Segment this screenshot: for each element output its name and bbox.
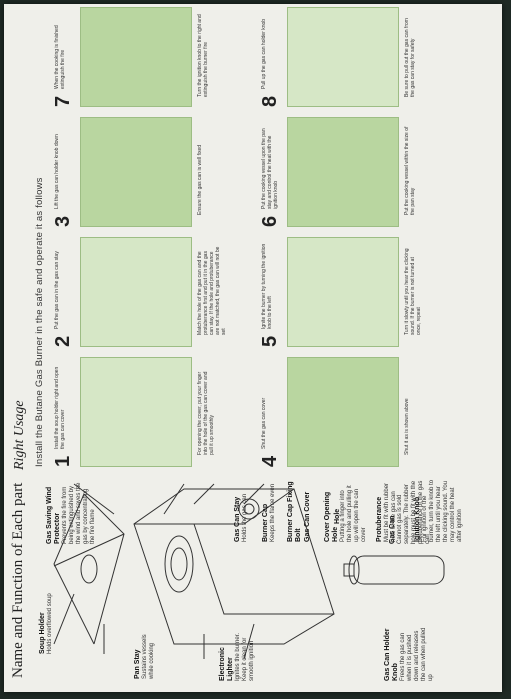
part-burner-cap-bolt: Burner Cap Fixing Bolt [287,481,303,542]
manual-page: Name and Function of Each part Right Usa… [4,4,502,692]
part-gas-can-cover: Gas Can Cover [304,491,311,542]
step-7: 7 When the cooking is finished extinguis… [52,7,252,107]
parts-title: Name and Function of Each part [10,482,26,678]
step-3: 3 Lift the gas can holder knob down Ensu… [52,117,252,227]
step-6: 6 Put the cooking vessel upon the pan st… [259,117,459,227]
install-instruction: Install the Butane Gas Burner in the saf… [34,177,45,467]
step-2: 2 Put the gas can in the gas can stay Ma… [52,237,252,347]
rotated-sheet: Name and Function of Each part Right Usa… [4,4,502,692]
step-4: 4 Shut the gas can cover Shut it as is s… [259,357,459,467]
usage-title: Right Usage [12,400,27,470]
burner-illustration [53,483,445,660]
step-8: 8 Pull up the gas can holder knob Be sur… [259,7,459,107]
step-1: 1 Install the soup holder right and open… [52,357,252,467]
step-5: 5 Ignite the burner by turning the ignit… [259,237,459,347]
